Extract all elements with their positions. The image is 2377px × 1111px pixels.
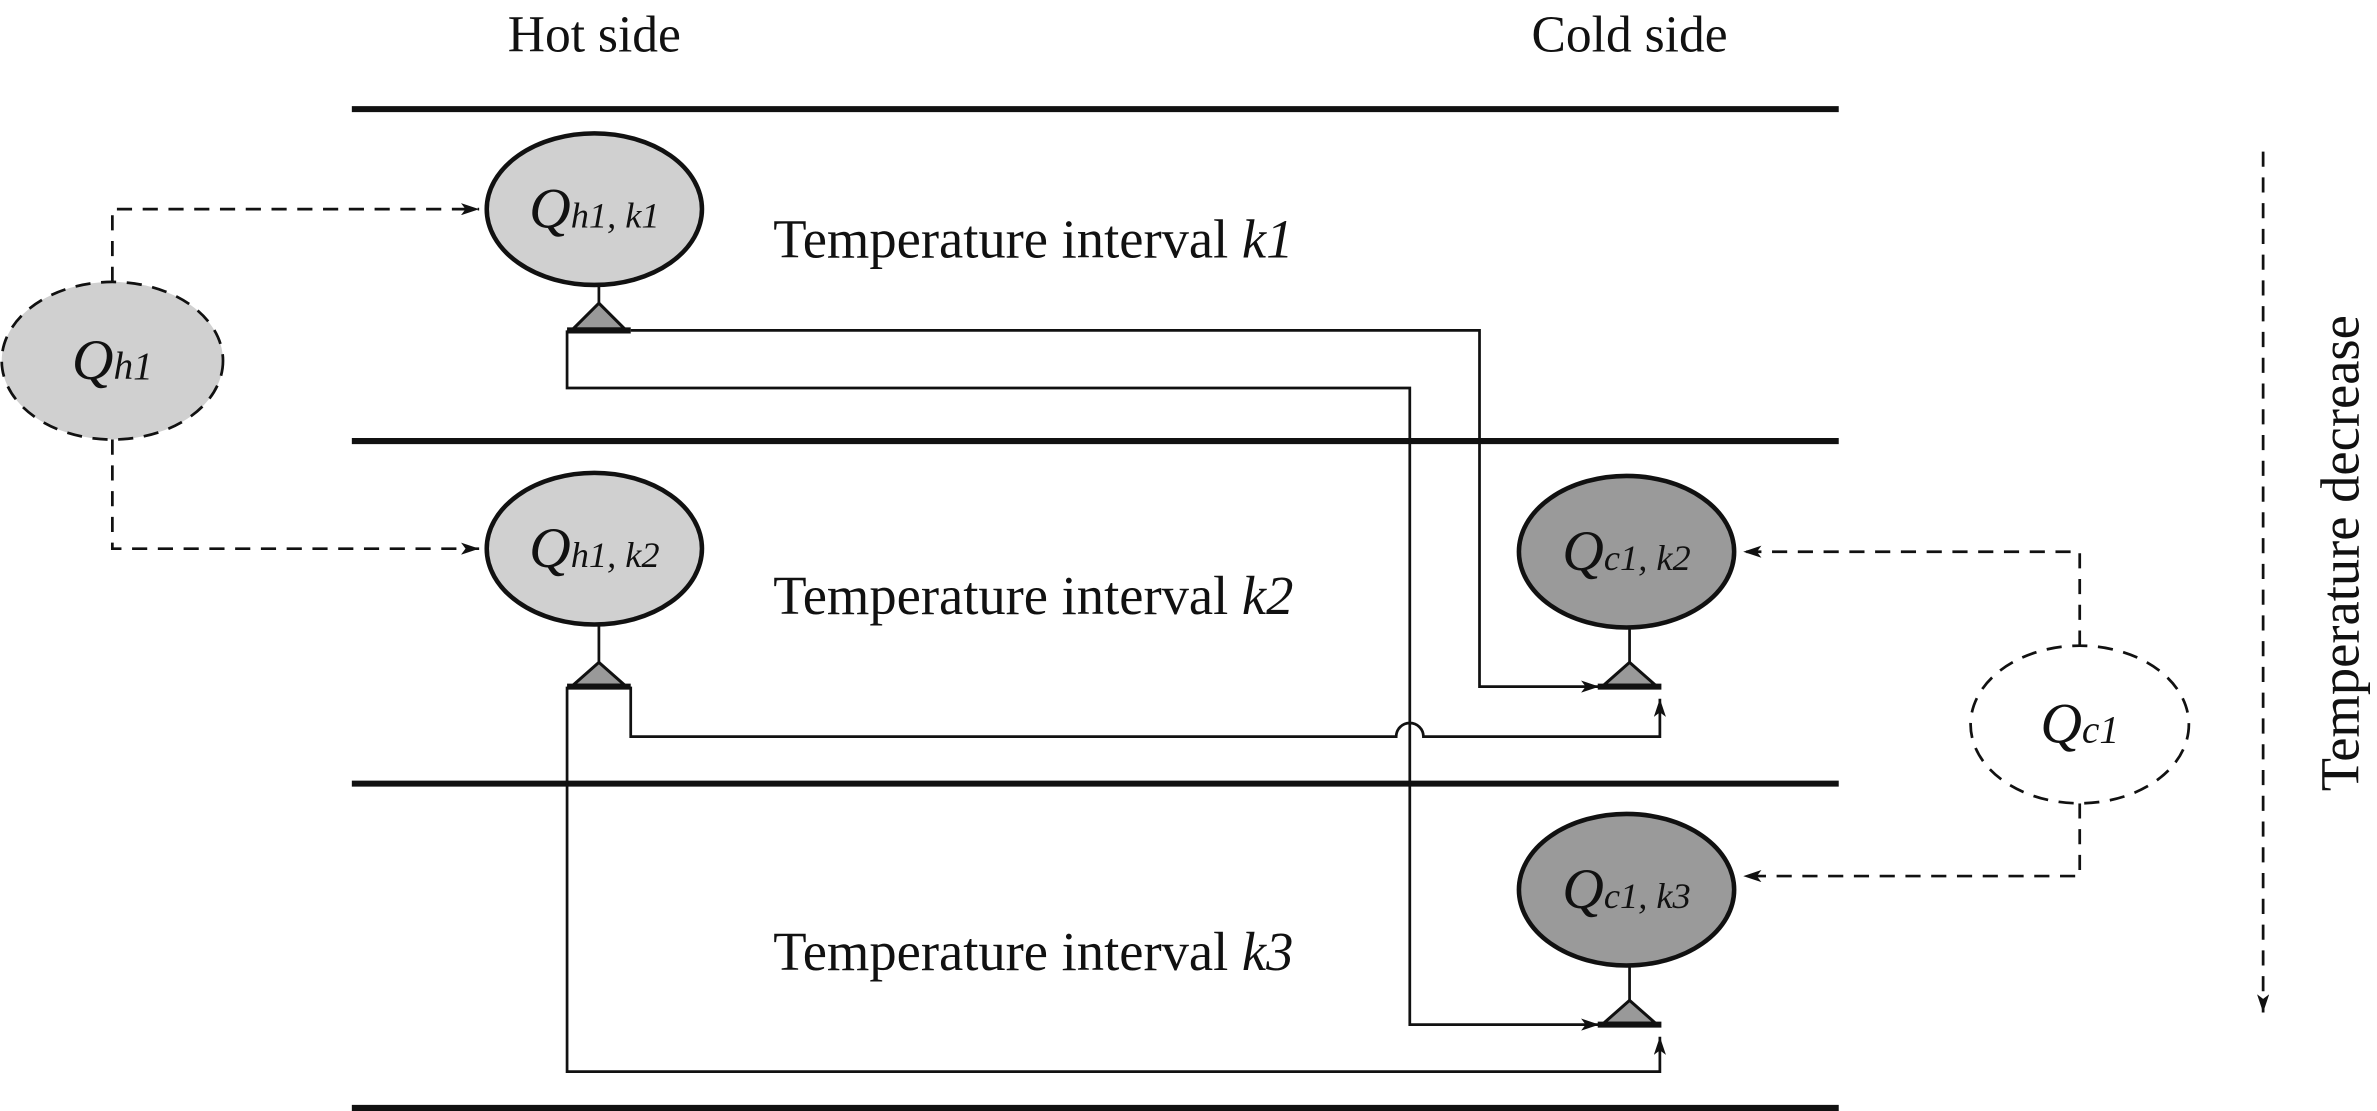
wire-k2-to-k2-cold xyxy=(629,686,1666,738)
svg-text:Qc1: Qc1 xyxy=(2040,693,2119,756)
connector-cold-k3 xyxy=(1597,965,1662,1028)
interval-label-k1: Temperature interval k1 xyxy=(773,209,1293,270)
dashed-qh1-to-k2 xyxy=(110,439,480,555)
node-qh1-k2: Qh1, k2 xyxy=(484,470,705,627)
wire-k1-to-k2-cold xyxy=(630,329,1600,693)
hot-side-header: Hot side xyxy=(508,7,681,64)
svg-text:Qh1, k2: Qh1, k2 xyxy=(529,517,659,580)
svg-text:Qc1, k3: Qc1, k3 xyxy=(1562,858,1690,921)
wire-k1-to-k3-cold xyxy=(565,330,1600,1031)
svg-text:Qh1, k1: Qh1, k1 xyxy=(529,177,659,240)
interval-label-k2: Temperature interval k2 xyxy=(773,565,1293,626)
connector-cold-k2 xyxy=(1597,627,1662,690)
connector-hot-k1 xyxy=(567,284,631,334)
connector-hot-k2 xyxy=(567,624,631,690)
svg-text:Qc1, k2: Qc1, k2 xyxy=(1562,520,1690,583)
node-qc1-k3: Qc1, k3 xyxy=(1516,811,1737,968)
node-qc1: Qc1 xyxy=(1969,644,2191,805)
node-qh1-k1: Qh1, k1 xyxy=(484,131,705,288)
dashed-qc1-to-k3 xyxy=(1743,803,2082,883)
cold-side-header: Cold side xyxy=(1532,7,1728,64)
svg-text:Qh1: Qh1 xyxy=(72,329,153,392)
node-qh1: Qh1 xyxy=(0,280,225,441)
temperature-decrease-label: Temperature decrease xyxy=(2310,315,2371,791)
dashed-qc1-to-k2 xyxy=(1743,545,2082,646)
interval-label-k3: Temperature interval k3 xyxy=(773,921,1293,982)
wire-k2-to-k3-cold xyxy=(565,686,1666,1073)
node-qc1-k2: Qc1, k2 xyxy=(1516,473,1737,630)
dashed-qh1-to-k1 xyxy=(110,203,480,282)
